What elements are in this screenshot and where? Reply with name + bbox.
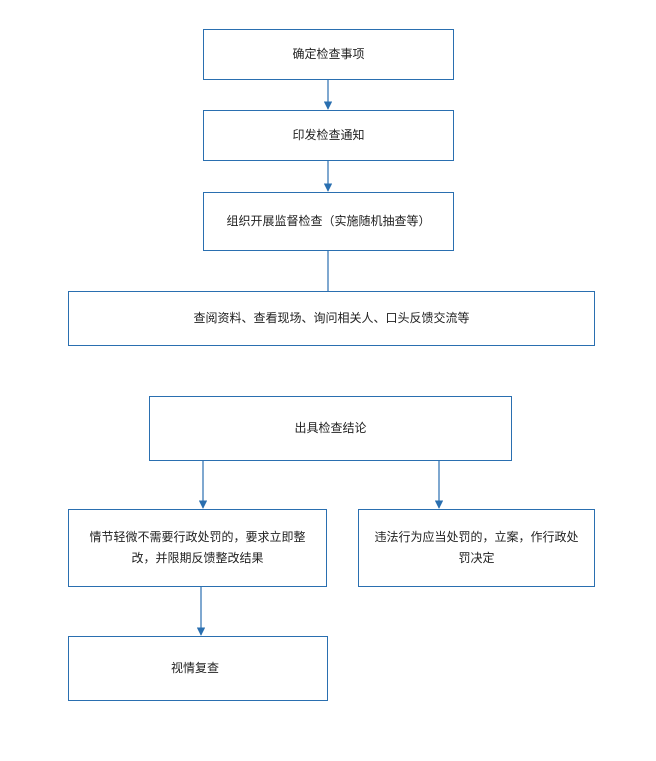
node-minor-correction: 情节轻微不需要行政处罚的，要求立即整改，并限期反馈整改结果 (68, 509, 327, 587)
node-review-methods: 查阅资料、查看现场、询问相关人、口头反馈交流等 (68, 291, 595, 346)
node-review-methods-label: 查阅资料、查看现场、询问相关人、口头反馈交流等 (193, 311, 470, 325)
node-conclusion: 出具检查结论 (149, 396, 512, 461)
node-minor-correction-label: 情节轻微不需要行政处罚的，要求立即整改，并限期反馈整改结果 (89, 530, 306, 565)
node-organize-inspection: 组织开展监督检查（实施随机抽查等） (203, 192, 454, 251)
node-review: 视情复查 (68, 636, 328, 701)
node-penalty: 违法行为应当处罚的，立案，作行政处罚决定 (358, 509, 595, 587)
node-issue-notice-label: 印发检查通知 (292, 128, 365, 142)
node-penalty-label: 违法行为应当处罚的，立案，作行政处罚决定 (374, 530, 579, 565)
node-conclusion-label: 出具检查结论 (294, 421, 367, 435)
node-confirm-items-label: 确定检查事项 (292, 47, 365, 61)
node-organize-inspection-label: 组织开展监督检查（实施随机抽查等） (226, 214, 431, 228)
node-review-label: 视情复查 (171, 661, 220, 675)
node-issue-notice: 印发检查通知 (203, 110, 454, 161)
node-confirm-items: 确定检查事项 (203, 29, 454, 80)
